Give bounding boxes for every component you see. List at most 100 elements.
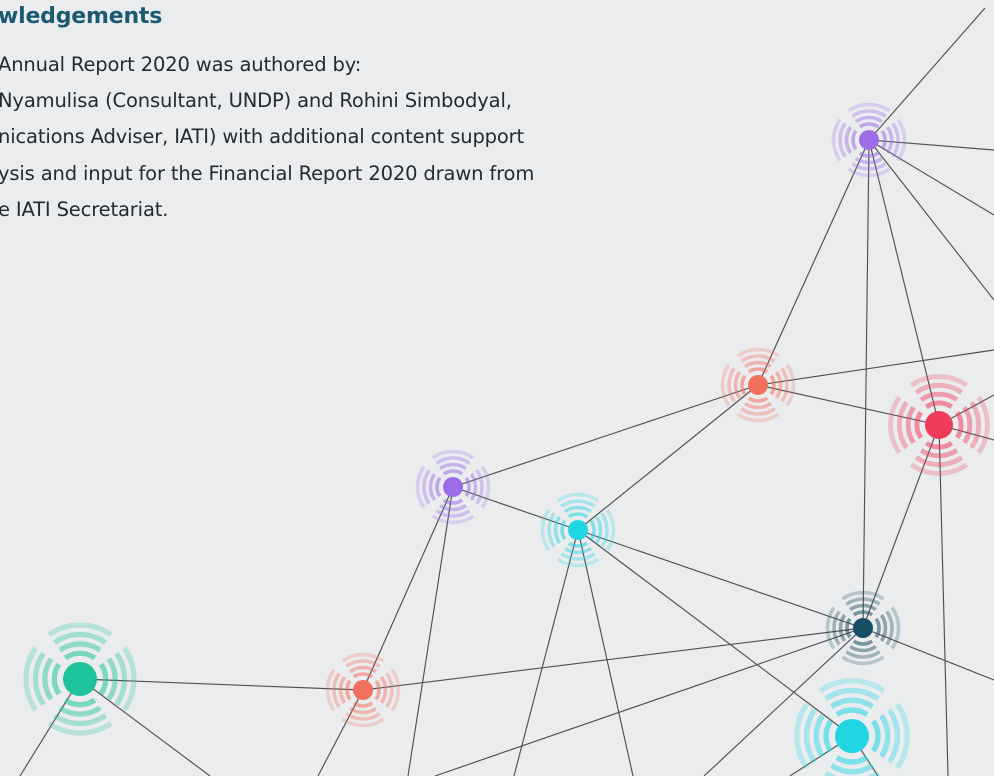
network-edge <box>452 486 579 531</box>
signal-arc <box>888 395 902 455</box>
signal-arc <box>818 678 886 693</box>
signal-arc <box>851 162 887 171</box>
network-edge <box>362 627 864 691</box>
signal-arc <box>469 473 478 501</box>
signal-arc <box>744 360 772 369</box>
network-edge <box>19 678 81 776</box>
signal-arc <box>345 712 381 721</box>
signal-arc <box>439 462 467 471</box>
signal-arc <box>540 508 551 552</box>
signal-arc <box>851 129 858 151</box>
signal-arc <box>567 512 589 519</box>
signal-arc <box>858 151 880 158</box>
node-dot <box>443 477 463 497</box>
signal-arc <box>849 603 877 612</box>
network-edge <box>862 424 940 629</box>
signal-arc <box>345 679 352 701</box>
network-nodes <box>23 102 990 776</box>
signal-arc <box>556 492 600 503</box>
signal-arc <box>547 512 556 548</box>
signal-arc <box>560 499 596 508</box>
signal-arc <box>769 374 776 396</box>
signal-arc <box>47 622 113 637</box>
signal-arc <box>428 473 437 501</box>
signal-arc <box>880 129 887 151</box>
signal-arc <box>42 657 54 701</box>
signal-arc <box>338 676 347 704</box>
signal-arc <box>829 762 875 775</box>
signal-arc <box>58 705 102 717</box>
signal-arc <box>841 655 885 666</box>
signal-arc <box>835 707 869 718</box>
body-line-3: nications Adviser, IATI) with additional… <box>0 125 525 148</box>
signal-arc <box>564 546 592 555</box>
network-edge <box>757 384 940 426</box>
signal-arc <box>122 646 137 712</box>
signal-arc <box>780 367 789 403</box>
network-edge <box>868 7 986 141</box>
node-dot <box>353 680 373 700</box>
signal-arc <box>747 367 769 374</box>
signal-arc <box>475 469 484 505</box>
network-edge <box>868 139 994 151</box>
network-edge <box>868 139 994 216</box>
signal-arc <box>855 156 883 165</box>
signal-arc <box>878 713 891 759</box>
signal-arc <box>924 400 954 409</box>
signal-arc <box>905 405 916 445</box>
signal-arc <box>955 410 964 440</box>
signal-arc <box>439 503 467 512</box>
network-edge <box>868 139 940 426</box>
signal-arc <box>845 617 852 639</box>
body-line-2: Nyamulisa (Consultant, UNDP) and Rohini … <box>0 89 512 112</box>
signal-arc <box>924 441 954 450</box>
network-edge <box>452 384 759 488</box>
signal-arc <box>431 514 475 525</box>
signal-arc <box>824 687 880 702</box>
signal-arc <box>909 462 969 476</box>
signal-arc <box>341 652 385 663</box>
signal-arc <box>332 672 341 708</box>
acknowledgements-heading: wledgements <box>0 4 163 29</box>
network-edge <box>577 384 759 531</box>
signal-arc <box>890 606 901 650</box>
signal-arc <box>962 405 973 445</box>
network-edge <box>938 424 949 776</box>
signal-arc <box>600 512 609 548</box>
signal-arc <box>605 508 616 552</box>
signal-arc <box>464 476 471 498</box>
network-node-red <box>888 374 990 476</box>
signal-arc <box>431 449 475 460</box>
signal-arc <box>744 401 772 410</box>
signal-arc <box>106 657 118 701</box>
signal-arc <box>747 396 769 403</box>
signal-arc <box>852 610 874 617</box>
signal-arc <box>58 641 102 653</box>
signal-arc <box>23 646 38 712</box>
signal-arc <box>63 650 97 661</box>
signal-arc <box>891 122 900 158</box>
signal-arc <box>564 505 592 514</box>
signal-arc <box>740 374 747 396</box>
signal-arc <box>885 610 894 646</box>
signal-arc <box>740 354 776 363</box>
network-edge <box>513 529 579 776</box>
signal-arc <box>594 516 603 544</box>
signal-arc <box>855 115 883 124</box>
signal-arc <box>785 363 796 407</box>
signal-arc <box>919 448 959 459</box>
signal-arc <box>852 639 874 646</box>
network-node-purple <box>831 102 907 178</box>
signal-arc <box>895 702 910 770</box>
signal-arc <box>879 614 888 642</box>
signal-arc <box>874 617 881 639</box>
signal-arc <box>442 498 464 505</box>
node-dot <box>568 520 588 540</box>
network-edge <box>434 627 864 776</box>
signal-arc <box>560 552 596 561</box>
network-node-cyan <box>794 678 910 776</box>
body-line-4: ysis and input for the Financial Report … <box>0 162 535 185</box>
signal-arc <box>63 697 97 708</box>
signal-arc <box>885 126 894 154</box>
signal-arc <box>352 672 374 679</box>
